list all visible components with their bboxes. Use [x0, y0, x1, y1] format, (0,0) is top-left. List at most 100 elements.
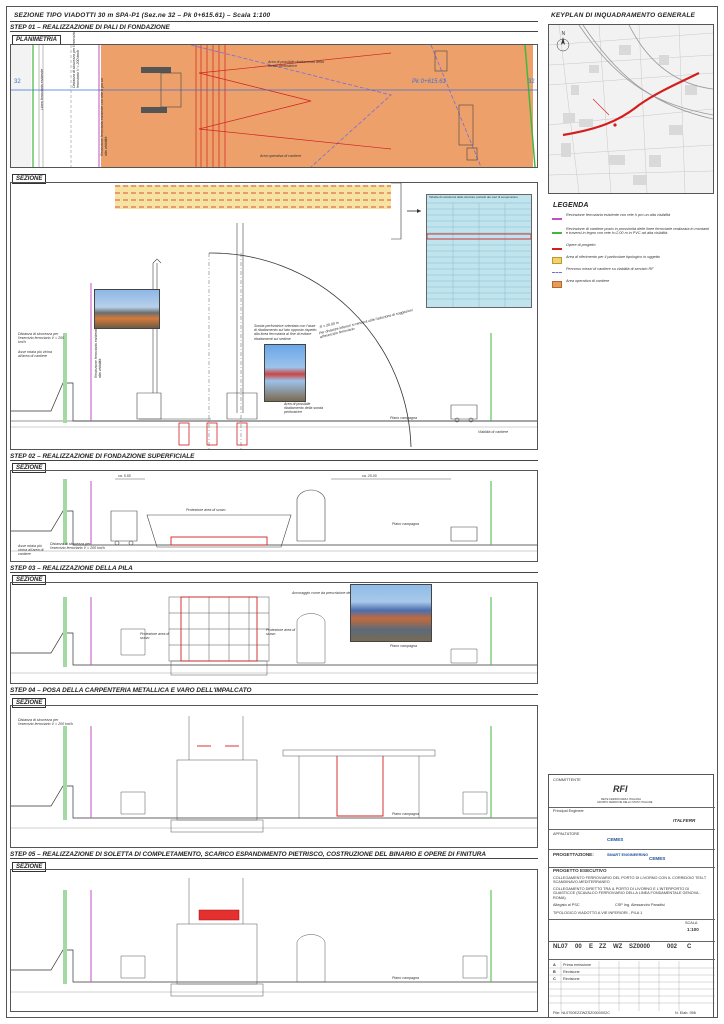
step2-dim-left: ca. 5.50	[118, 474, 131, 478]
project-desc-1: COLLEGAMENTO FERROVIARIO DEL PORTO DI LI…	[553, 876, 707, 885]
step-01-section-panel	[10, 182, 538, 450]
code-part: C	[687, 944, 692, 950]
scale-value: 1:100	[687, 927, 699, 932]
step-04-title: STEP 04 – POSA DELLA CARPENTERIA METALLI…	[10, 686, 538, 695]
client-group: GRUPPO FERROVIE DELLO STATO ITALIANE	[597, 801, 653, 804]
allegato-label: Allegato al PSC	[553, 903, 580, 907]
step1-rail-note: Asse rotaia più vicina all'area di canti…	[18, 350, 52, 359]
sezione-tag: SEZIONE	[12, 575, 47, 585]
step-04-section-panel	[10, 705, 538, 848]
tb-divider	[549, 829, 715, 830]
legend-item: Area operativa di cantiere	[552, 278, 712, 292]
code-part: NL07	[553, 944, 568, 950]
step2-rail-note: Asse rotaia più vicina all'area di canti…	[18, 544, 44, 557]
step1-safety-note: Distanza di sicurezza per l'esercizio fe…	[18, 332, 65, 345]
sezione-tag: SEZIONE	[12, 862, 47, 872]
client-subtitle: RETE FERROVIARIA ITALIANA	[601, 797, 642, 801]
appaltatore-label: APPALTATORE	[553, 832, 580, 836]
step2-protection-label: Protezione area di scavo	[186, 508, 226, 512]
overturn-area-label: Area di possibile ribaltamento della son…	[268, 60, 324, 69]
legend-swatch	[552, 218, 562, 220]
step2-dim-right: ca. 25.00	[362, 474, 377, 478]
step-01-title: STEP 01 – REALIZZAZIONE DI PALI DI FONDA…	[10, 23, 538, 32]
keyplan-map-svg: N	[548, 24, 714, 194]
tb-divider	[549, 959, 715, 960]
doc-number: N. Elab. 956	[675, 1011, 696, 1015]
sezione-tag: SEZIONE	[12, 463, 47, 473]
code-part: 00	[575, 944, 582, 950]
legend-swatch	[552, 257, 562, 264]
legend-swatch	[552, 272, 562, 273]
cemes-logo: CEMES	[607, 837, 624, 842]
rev-desc: Revisione	[563, 977, 580, 981]
step-02-title: STEP 02 – REALIZZAZIONE DI FONDAZIONE SU…	[10, 452, 538, 461]
step-05-title: STEP 05 – REALIZZAZIONE DI SOLETTA DI CO…	[10, 850, 538, 859]
rev-code: B	[553, 970, 556, 974]
code-part: E	[589, 944, 594, 950]
planimetria-rail-note: Linea ferroviaria esistente	[40, 68, 44, 110]
sezione-tag: SEZIONE	[12, 174, 47, 184]
phase-label: PROGETTO ESECUTIVO	[553, 868, 607, 873]
tb-divider	[549, 919, 715, 920]
revision-grid	[549, 961, 715, 1011]
section-mark-right: 32	[528, 79, 535, 85]
legend-text: Area di riferimento per il particolare t…	[566, 255, 660, 259]
scale-label: SCALA	[685, 921, 698, 925]
operative-area-label: Area operativa di cantiere	[260, 154, 301, 158]
code-part: SZ0000	[629, 944, 651, 950]
step-05-section-panel	[10, 869, 538, 1012]
code-part: ZZ	[599, 944, 607, 950]
rev-code: A	[553, 963, 556, 967]
planimetria-panel	[10, 44, 538, 168]
step2-safety-note: Distanza di sicurezza per l'esercizio fe…	[50, 542, 105, 551]
italferr-logo: ITALFERR	[673, 818, 696, 823]
smart-logo: SMART ENGINEERING	[607, 853, 649, 857]
step2-ground-label: Piano campagna	[392, 522, 419, 526]
step-02-section-svg	[11, 478, 537, 552]
cemes-logo-2: CEMES	[649, 856, 666, 861]
sheet-border	[6, 6, 718, 1018]
step-03-title: STEP 03 – REALIZZAZIONE DELLA PILA	[10, 564, 538, 573]
step4-ground-label: Piano campagna	[392, 812, 419, 816]
file-label: File: NL0700EZZWZSZ0000002C	[553, 1011, 610, 1015]
legend-text: Recinzione di cantiere posto in prossimi…	[566, 227, 710, 236]
code-part: 002	[667, 944, 678, 950]
committente-label: COMMITTENTE	[553, 778, 581, 782]
table-title: Tabella di resistenza delle strutture po…	[429, 195, 518, 199]
step3-ground-label: Piano campagna	[390, 644, 417, 648]
legend-text: Area operativa di cantiere	[566, 279, 610, 283]
document-code: NL07 00 E ZZ WZ SZ0000 002 C	[553, 944, 711, 955]
sheet-title: SEZIONE TIPO VIADOTTI 30 m SPA-P1 (Sez.n…	[14, 12, 271, 19]
pk-label: Pk 0+615.61	[412, 79, 446, 85]
project-desc-2: COLLEGAMENTO DIRETTO TRA IL PORTO DI LIV…	[553, 887, 701, 900]
tb-divider	[549, 807, 715, 808]
table-grid	[427, 202, 531, 307]
legend-item: Recinzione di cantiere posto in prossimi…	[552, 226, 712, 240]
step3-protection-left: Protezione area di scavo	[140, 632, 170, 641]
drilling-rig-photo	[264, 344, 306, 402]
step5-ground-label: Piano campagna	[392, 976, 419, 980]
step-05-section-svg	[11, 878, 537, 997]
planimetria-svg	[11, 44, 537, 168]
planimetria-fence-note: Recinzione ferroviaria esistente con ret…	[100, 77, 109, 156]
legend-text: Recinzione ferroviaria esistente con ret…	[566, 213, 671, 217]
overturn-note: Area di possibile ribaltamento della son…	[284, 402, 324, 415]
step4-safety-note: Distanza di sicurezza per l'esercizio fe…	[18, 718, 73, 727]
step3-protection-right: Protezione area di scavo	[266, 628, 296, 637]
progettazione-label: PROGETTAZIONE:	[553, 852, 594, 857]
step-03-section-svg	[11, 596, 537, 676]
pier-construction-photo	[350, 584, 432, 642]
legend-item: Area di riferimento per il particolare t…	[552, 254, 712, 268]
legend-item: Recinzione ferroviaria esistente con ret…	[552, 212, 712, 226]
doc-title: TIPOLOGICO VIADOTTO A VIE INFERIORI - PI…	[553, 911, 643, 915]
keyplan-map: N	[548, 24, 714, 194]
tb-divider	[549, 867, 715, 868]
legend-swatch	[552, 232, 562, 234]
legend-text: Opere di progetto	[566, 243, 596, 247]
resistance-table: Tabella di resistenza delle strutture po…	[426, 194, 532, 308]
step1-ground-label: Piano campagna	[390, 416, 417, 420]
north-arrow-icon: N	[556, 31, 570, 52]
legend-text: Percorso mezzi di cantiere su viabilità …	[566, 267, 654, 271]
section-mark-left: 32	[14, 79, 21, 85]
step-04-section-svg	[11, 716, 537, 833]
